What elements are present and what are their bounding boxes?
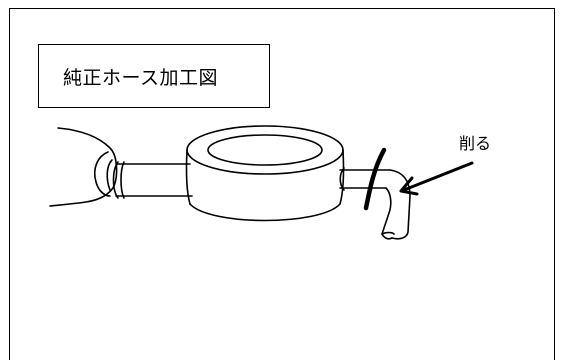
callout-arrow-shaft	[402, 161, 474, 192]
left-hose	[49, 127, 118, 207]
diagram-frame	[9, 8, 555, 360]
right-tube-cap	[339, 167, 345, 191]
title-box: 純正ホース加工図	[38, 44, 270, 108]
right-elbow-inner	[381, 187, 393, 240]
left-hose-inner-crease	[93, 151, 111, 197]
left-connector-ring	[120, 161, 125, 199]
body-side-right	[339, 149, 345, 205]
right-tube-end	[381, 231, 395, 235]
callout-arrow-head	[399, 176, 419, 196]
body-top-inner	[207, 134, 323, 166]
left-hose-crease-2	[106, 159, 113, 191]
diagram-title: 純正ホース加工図	[63, 66, 219, 89]
body-bottom	[189, 203, 341, 222]
body-top-outer	[186, 125, 344, 175]
left-connector-end	[112, 161, 119, 199]
cut-mark	[363, 147, 387, 211]
right-elbow-outer	[389, 169, 411, 240]
cut-callout-label: 削る	[459, 134, 492, 153]
body-side-left	[185, 149, 191, 205]
